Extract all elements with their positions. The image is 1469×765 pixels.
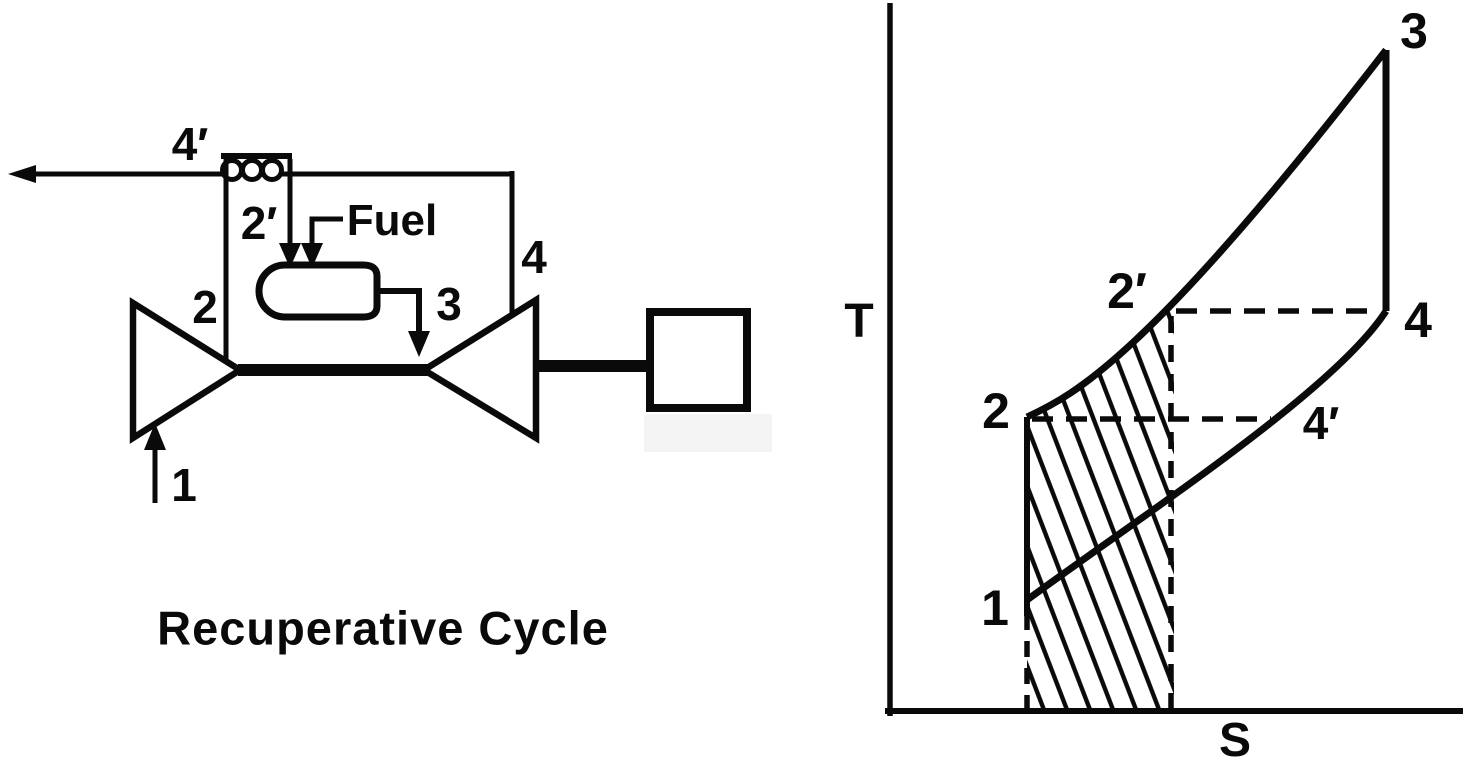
fuel-pipe (309, 216, 343, 245)
load-box (646, 308, 751, 412)
cooling-curve-4-4p-1 (1024, 309, 1389, 603)
ts-state-2p-label: 2′ (1107, 263, 1147, 319)
t-axis-label: T (844, 295, 874, 348)
ts-state-1-label: 1 (981, 580, 1009, 636)
compressor-turbine-shaft (238, 364, 428, 376)
cycle-schematic (8, 153, 772, 503)
ts-state-4p-label: 4′ (1302, 397, 1340, 449)
ts-state-4-label: 4 (1404, 292, 1432, 348)
load-shaft (536, 360, 652, 372)
schematic-state-2p-label: 2′ (240, 197, 278, 249)
combustor-symbol (255, 261, 381, 321)
schematic-caption: Recuperative Cycle (157, 601, 609, 655)
combustor-outlet-pipe (377, 288, 422, 332)
inlet-arrowhead-icon (144, 423, 166, 450)
turbine-inlet-arrowhead-icon (408, 331, 430, 357)
fuel-arrowhead-icon (301, 243, 323, 268)
ts-diagram (885, 3, 1463, 716)
hatched-heat-recovery-area (1027, 302, 1174, 711)
fuel-label: Fuel (346, 196, 438, 245)
schematic-state-1-label: 1 (171, 459, 197, 511)
heating-curve-2-2p-3 (1025, 47, 1389, 421)
schematic-state-3-label: 3 (436, 278, 462, 330)
exhaust-arrowhead-icon (8, 165, 36, 183)
schematic-state-4p-label: 4′ (171, 118, 209, 170)
schematic-state-2-label: 2 (192, 281, 218, 333)
recuperator-coil (220, 153, 292, 182)
schematic-state-4-label: 4 (521, 231, 547, 283)
air-inlet-arrowhead-icon (279, 243, 301, 268)
s-axis-label: S (1218, 714, 1252, 765)
ts-state-3-label: 3 (1400, 3, 1428, 59)
compressor-symbol (129, 297, 247, 444)
ts-state-2-label: 2 (982, 383, 1010, 439)
scan-shadow (644, 414, 772, 452)
